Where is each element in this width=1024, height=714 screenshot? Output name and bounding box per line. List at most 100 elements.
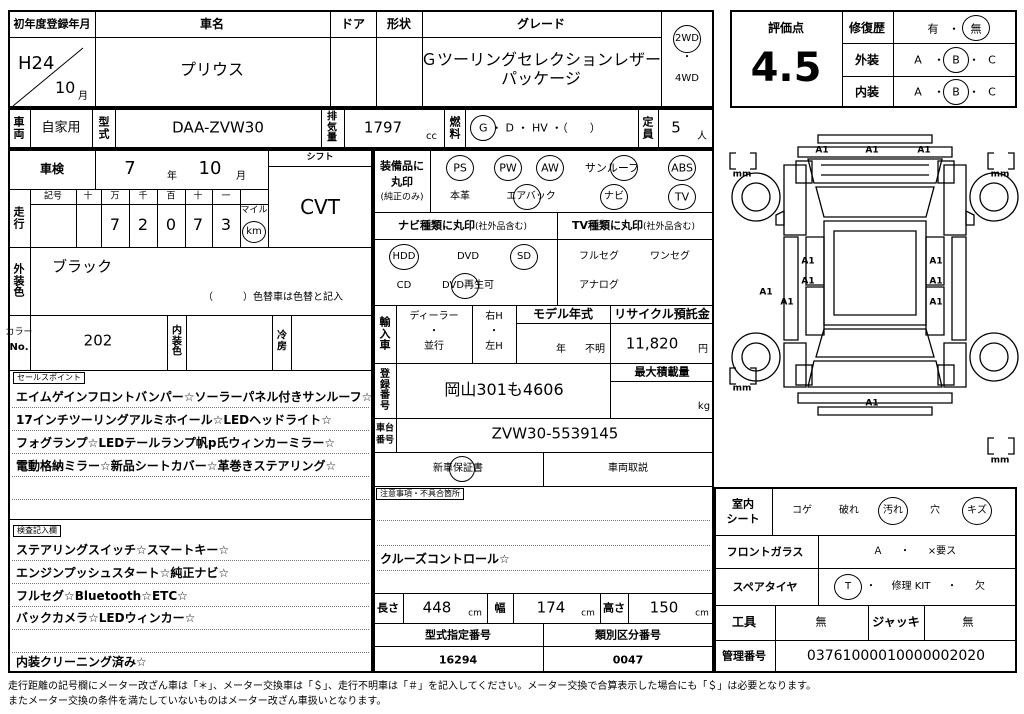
dim-width: 174 [536,598,566,617]
shift-value: CVT [300,195,340,219]
reg-month: 10 [55,78,76,97]
plate-number: 岡山301も4606 [444,380,564,399]
equip-navi: ナビ [604,191,624,202]
recycle-amount: 11,820 [625,334,679,353]
drive-2wd-circle [673,25,701,53]
spare-label: スペアタイヤ [732,580,798,594]
drive-4wd: 4WD [675,73,699,84]
eval-label: 評価点 [767,21,805,35]
seat-koge: コゲ [792,505,812,516]
typeno-label: 型式指定番号 [425,628,491,642]
repair-yes: 有 [927,22,939,36]
int-grade-circle [943,79,969,105]
tv-analog: アナログ [579,280,619,291]
spare-t: T [844,581,852,592]
damage-tag: A1 [801,276,815,287]
eval-frame [730,10,1017,108]
int-label: 内装 [854,85,880,99]
damage-tag: A1 [801,256,815,267]
mgmt-label: 管理番号 [722,649,766,663]
repair-label: 修復歴 [848,21,886,35]
sales-line: 電動格納ミラー☆新品シートカバー☆革巻きステアリング☆ [16,459,337,473]
insp-label: 車検 [39,162,65,176]
capacity: 5 [671,118,681,137]
sales-line: 17インチツーリングアルミホイール☆LEDヘッドライト☆ [16,413,332,427]
tv-one: ワンセグ [650,251,690,262]
equip-ps: PS [453,161,467,175]
caution-text: クルーズコントロール☆ [380,552,510,566]
model-year-label: モデル年式 [532,307,594,321]
ext-grade: B [952,53,960,67]
drive-2wd: 2WD [675,33,699,44]
right-info-frame [714,487,1017,673]
seat-ana: 穴 [930,505,940,516]
check-line: ステアリングスイッチ☆スマートキー☆ [16,543,230,557]
seat-kizu: キズ [967,505,987,516]
sales-label: セールスポイント [13,372,85,384]
color-note: （ ）色替車は色替と記入 [203,292,343,303]
use-type: 自家用 [41,120,81,136]
damage-tag: A1 [929,276,943,287]
import-lh: 左H [485,341,503,352]
grade-line2: パッケージ [501,69,581,88]
odo-digit: 7 [192,215,204,234]
equip-airbag: エアバック [506,191,556,202]
damage-tag: A1 [759,287,773,298]
dim-length: 448 [422,598,452,617]
seat-yogore: 汚れ [883,505,903,516]
cls-label: 類別区分番号 [595,628,661,642]
footnote-2: またメーター交換の条件を満たしていないものはメーター改ざん車扱いとなります。 [8,696,387,707]
top-frame [8,10,714,108]
insp-month: 10 [198,158,222,179]
car-name: プリウス [179,60,245,79]
check-line: エンジンプッシュスタート☆純正ナビ☆ [16,566,230,580]
navi-sd: SD [516,251,532,262]
left-frame [8,149,373,673]
tv-title: TV種類に丸印(社外品含む) [572,219,696,232]
navi-title: ナビ種類に丸印(社外品含む) [398,219,528,232]
mm-label: mm [990,169,1010,180]
odo-unit-circle [242,221,266,243]
equip-abs: ABS [671,161,693,175]
equip-tv: TV [674,190,690,204]
odo-digit: 2 [137,215,149,234]
jack-value: 無 [962,615,974,629]
chassis-number: ZVW30-5539145 [491,424,619,443]
warranty-book: 新車保証書 [433,463,483,474]
ext-grade-circle [943,47,969,73]
damage-tag: A1 [929,297,943,308]
navi-hdd: HDD [392,251,416,262]
check-line: バックカメラ☆LEDウィンカー☆ [16,611,196,625]
damage-tag: A1 [929,256,943,267]
glass-label: フロントガラス [726,545,804,559]
equip-sunroof: サンルーフ [584,161,640,175]
seat-yabure: 破れ [839,505,859,516]
import-parallel: 並行 [424,341,444,352]
damage-tag: A1 [780,297,794,308]
footnote-1: 走行距離の記号欄にメーター改ざん車は「＊」、メーター交換車は「＄」、走行不明車は… [8,681,817,692]
mm-label: mm [990,455,1010,466]
displacement: 1797 [363,118,403,137]
sales-line: エイムゲインフロントバンパー☆ソーラーパネル付きサンルーフ☆ [16,390,373,404]
shift-label: シフト [306,152,334,163]
reg-header: 初年度登録年月 [13,17,91,31]
int-grade: B [952,85,960,99]
grade-line1: Ｇツーリングセレクションレザー [420,50,662,69]
damage-tag: A1 [865,398,879,409]
shape-header: 形状 [386,17,412,31]
equip-leather: 本革 [450,191,470,202]
check-last: 内装クリーニング済み☆ [16,655,147,669]
mm-label: mm [732,169,752,180]
odo-digit: 7 [109,215,121,234]
odo-digit: 3 [220,215,232,234]
ext-label: 外装 [854,53,880,67]
repair-no-circle [962,15,990,41]
mgmt-number: 03761000010000002020 [806,648,986,664]
typeno-value: 16294 [438,653,478,667]
dim-height: 150 [649,598,679,617]
navi-dvd: DVD [456,251,480,262]
insp-year: 7 [124,158,136,179]
name-header: 車名 [199,17,225,31]
fuel-circle [470,115,496,141]
tools-value: 無 [815,615,827,629]
